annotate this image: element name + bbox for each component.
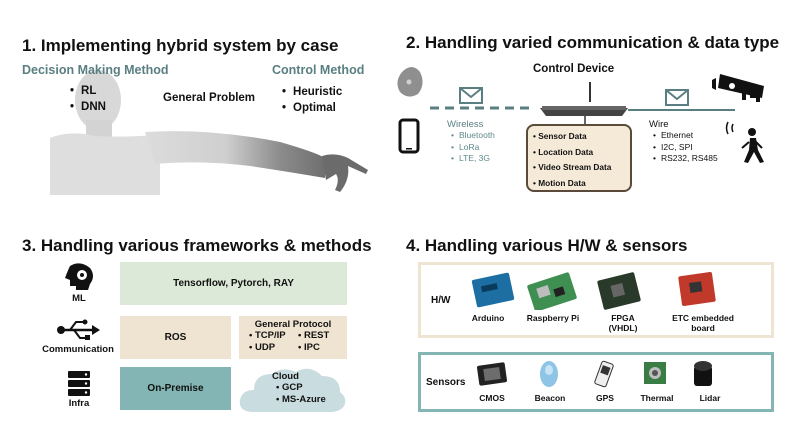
section2-title: 2. Handling varied communication & data … [406, 33, 780, 52]
beacon-sensor-icon [540, 361, 558, 387]
data-types-box: • Sensor Data • Location Data • Video St… [526, 124, 632, 192]
hw-panel [418, 262, 774, 338]
data-item: • Location Data [533, 146, 594, 157]
hw-label: H/W [431, 295, 451, 306]
lidar-sensor-icon [694, 361, 712, 386]
hw-item-etc: ETC embedded board [672, 313, 734, 333]
data-item: • Video Stream Data [533, 162, 612, 172]
row-label-communication: Communication [42, 344, 114, 355]
cm-item-optimal: Optimal [282, 100, 342, 116]
section4-title: 4. Handling various H/W & sensors [406, 236, 688, 255]
wire-item: Ethernet [653, 130, 718, 142]
wire-list: Ethernet I2C, SPI RS232, RS485 [653, 130, 718, 165]
cctv-camera-icon [712, 74, 764, 102]
wire-label: Wire [649, 119, 669, 130]
envelope-icon-right [665, 89, 689, 106]
on-premise-box: On-Premise [120, 367, 231, 410]
wire-item: I2C, SPI [653, 142, 718, 154]
data-item: • Sensor Data [533, 131, 587, 141]
wireless-list: Bluetooth LoRa LTE, 3G [451, 130, 495, 165]
protocol-item: • TCP/IP [249, 330, 286, 341]
sensor-item-thermal: Thermal [640, 393, 674, 403]
gps-module-icon [594, 360, 614, 388]
wireless-item: LoRa [451, 142, 495, 154]
general-protocol-box: General Protocol • TCP/IP • REST • UDP •… [239, 316, 347, 359]
decision-making-list: RL DNN [70, 83, 106, 115]
brain-gear-icon [65, 263, 93, 290]
cm-item-heuristic: Heuristic [282, 84, 342, 100]
usb-icon [57, 319, 100, 340]
sensor-item-gps: GPS [596, 393, 614, 403]
beacon-device-icon [397, 67, 423, 97]
control-device-label: Control Device [533, 63, 615, 75]
protocol-item: • REST [298, 330, 330, 341]
hw-item-raspberry-pi: Raspberry Pi [526, 313, 580, 323]
hw-item-fpga: FPGA (VHDL) [608, 313, 638, 333]
row-label-ml: ML [72, 293, 86, 304]
cmos-sensor-icon [477, 362, 507, 386]
smartphone-icon [398, 118, 420, 154]
sensor-devices [477, 360, 712, 388]
control-method-list: Heuristic Optimal [282, 84, 342, 116]
cloud-item: • MS-Azure [276, 394, 326, 405]
dm-item-rl: RL [70, 83, 106, 99]
wireless-item: Bluetooth [451, 130, 495, 142]
wireless-label: Wireless [447, 119, 484, 130]
arduino-board-icon [471, 272, 515, 308]
ml-frameworks-box: Tensorflow, Pytorch, RAY [120, 262, 347, 305]
server-icon [68, 371, 90, 396]
dm-item-dnn: DNN [70, 99, 106, 115]
cloud-icon [239, 368, 346, 412]
arm-figure-icon [50, 70, 368, 195]
section3-title: 3. Handling various frameworks & methods [22, 236, 372, 255]
general-problem-label: General Problem [163, 92, 256, 104]
general-protocol-title: General Protocol [254, 319, 332, 330]
hw-item-arduino: Arduino [471, 313, 505, 323]
wireless-item: LTE, 3G [451, 153, 495, 165]
sensor-item-beacon: Beacon [534, 393, 566, 403]
embedded-board-icon [678, 272, 716, 306]
sensor-item-cmos: CMOS [479, 393, 505, 403]
router-icon [540, 82, 628, 116]
thermal-sensor-icon [644, 362, 666, 384]
cloud-content: Cloud • GCP • MS-Azure [272, 371, 326, 406]
raspberry-pi-board-icon [527, 272, 577, 310]
communication-diagram [397, 67, 764, 163]
sensor-item-lidar: Lidar [699, 393, 721, 403]
cloud-item: • GCP [276, 382, 303, 393]
decision-making-label: Decision Making Method [22, 63, 169, 77]
envelope-icon-left [459, 87, 483, 104]
row-label-infra: Infra [68, 398, 90, 409]
cloud-title: Cloud [272, 371, 299, 382]
control-method-label: Control Method [272, 63, 365, 77]
wire-item: RS232, RS485 [653, 153, 718, 165]
motion-sensor-icon [725, 121, 764, 163]
data-item: • Motion Data [533, 177, 586, 188]
sensors-panel [418, 352, 774, 412]
ros-box: ROS [120, 316, 231, 359]
protocol-item: • UDP [249, 342, 276, 353]
fpga-board-icon [597, 272, 641, 310]
section1-title: 1. Implementing hybrid system by case [22, 36, 339, 55]
protocol-item: • IPC [298, 342, 320, 353]
sensors-label: Sensors [426, 377, 466, 388]
hw-boards [471, 272, 716, 310]
